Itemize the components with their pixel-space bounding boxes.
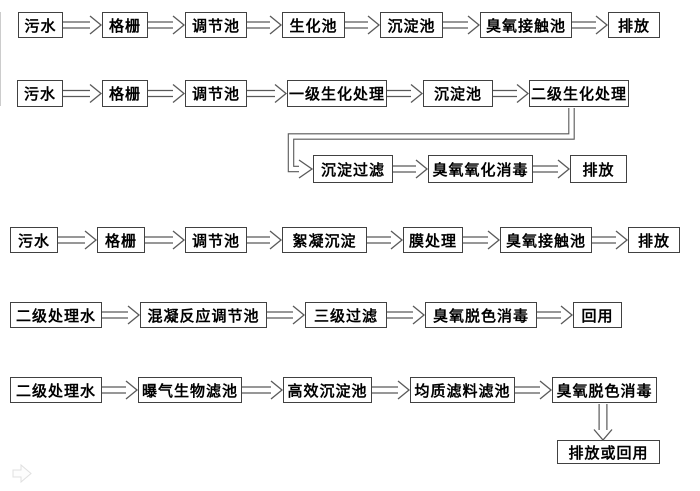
- arrow-right-icon: [247, 83, 288, 104]
- arrow-right-icon: [267, 305, 306, 325]
- f2b-box-ozone-oxidation-disinfection: 臭氧氧化消毒: [428, 155, 533, 183]
- f3-box-flocculation-sedimentation: 絮凝沉淀: [282, 227, 367, 253]
- arrow-right-icon: [102, 305, 141, 325]
- arrow-right-icon: [345, 15, 381, 35]
- f2-box-primary-bio-treatment: 一级生化处理: [287, 80, 387, 107]
- f1-box-equalization-tank: 调节池: [185, 12, 247, 38]
- arrow-right-icon: [372, 380, 411, 400]
- f2-box-sedimentation-tank: 沉淀池: [423, 80, 493, 107]
- f2b-box-sedimentation-filtration: 沉淀过滤: [313, 155, 393, 183]
- f2-box-secondary-bio-treatment: 二级生化处理: [529, 80, 629, 107]
- f4-box-ozone-decolor-disinfection: 臭氧脱色消毒: [425, 302, 537, 328]
- arrow-right-icon: [148, 83, 186, 104]
- f2-box-bar-screen: 格栅: [102, 80, 148, 107]
- f1-box-sedimentation-tank: 沉淀池: [380, 12, 443, 38]
- f3-box-sewage: 污水: [10, 227, 58, 253]
- f3-box-discharge: 排放: [628, 227, 680, 253]
- arrow-right-icon: [102, 380, 139, 400]
- f5-box-high-efficiency-sedimentation: 高效沉淀池: [283, 377, 372, 403]
- f3-box-equalization-tank: 调节池: [185, 227, 247, 253]
- arrow-right-icon: [533, 159, 571, 179]
- f1-box-bar-screen: 格栅: [102, 12, 148, 38]
- f5-box-secondary-effluent: 二级处理水: [10, 377, 102, 403]
- arrow-right-icon: [463, 230, 501, 250]
- f2-box-equalization-tank: 调节池: [185, 80, 247, 107]
- arrow-right-icon: [58, 230, 98, 250]
- f1-box-discharge: 排放: [608, 12, 660, 38]
- arrow-right-icon: [592, 230, 629, 250]
- f5-box-ozone-decolor-disinfection: 臭氧脱色消毒: [552, 377, 657, 403]
- arrow-right-icon: [387, 83, 424, 104]
- arrow-right-icon: [393, 159, 429, 179]
- arrow-right-icon: [537, 305, 574, 325]
- watermark-arrow-icon: [12, 463, 32, 484]
- f2-box-sewage: 污水: [17, 80, 63, 107]
- arrow-right-icon: [145, 230, 186, 250]
- f1-box-biochemical-tank: 生化池: [282, 12, 345, 38]
- f3-box-membrane-treatment: 膜处理: [403, 227, 463, 253]
- f2b-box-discharge: 排放: [570, 155, 627, 183]
- arrow-down-icon: [593, 404, 613, 441]
- f5-box-homogeneous-media-filter: 均质滤料滤池: [410, 377, 515, 403]
- arrow-right-icon: [247, 230, 283, 250]
- f1-box-sewage: 污水: [18, 12, 63, 38]
- arrow-right-icon: [63, 83, 103, 104]
- f4-box-secondary-effluent: 二级处理水: [10, 302, 102, 328]
- arrow-right-icon: [148, 15, 186, 35]
- arrow-right-icon: [63, 15, 103, 35]
- arrow-right-icon: [493, 83, 530, 104]
- f4-box-coagulation-reaction-tank: 混凝反应调节池: [140, 302, 267, 328]
- arrow-right-icon: [443, 15, 481, 35]
- arrow-right-icon: [515, 380, 553, 400]
- arrow-right-icon: [242, 380, 284, 400]
- arrow-right-icon: [247, 15, 283, 35]
- arrow-right-icon: [387, 305, 426, 325]
- arrow-right-icon: [367, 230, 404, 250]
- f5b-box-discharge-or-reuse: 排放或回用: [557, 440, 660, 464]
- arrow-right-icon: [572, 15, 609, 35]
- f3-box-bar-screen: 格栅: [97, 227, 145, 253]
- f5-box-aerated-biofilter: 曝气生物滤池: [138, 377, 242, 403]
- f3-box-ozone-contact-tank: 臭氧接触池: [500, 227, 592, 253]
- f4-box-tertiary-filtration: 三级过滤: [305, 302, 387, 328]
- f1-box-ozone-contact-tank: 臭氧接触池: [480, 12, 572, 38]
- f4-box-reuse: 回用: [573, 302, 622, 328]
